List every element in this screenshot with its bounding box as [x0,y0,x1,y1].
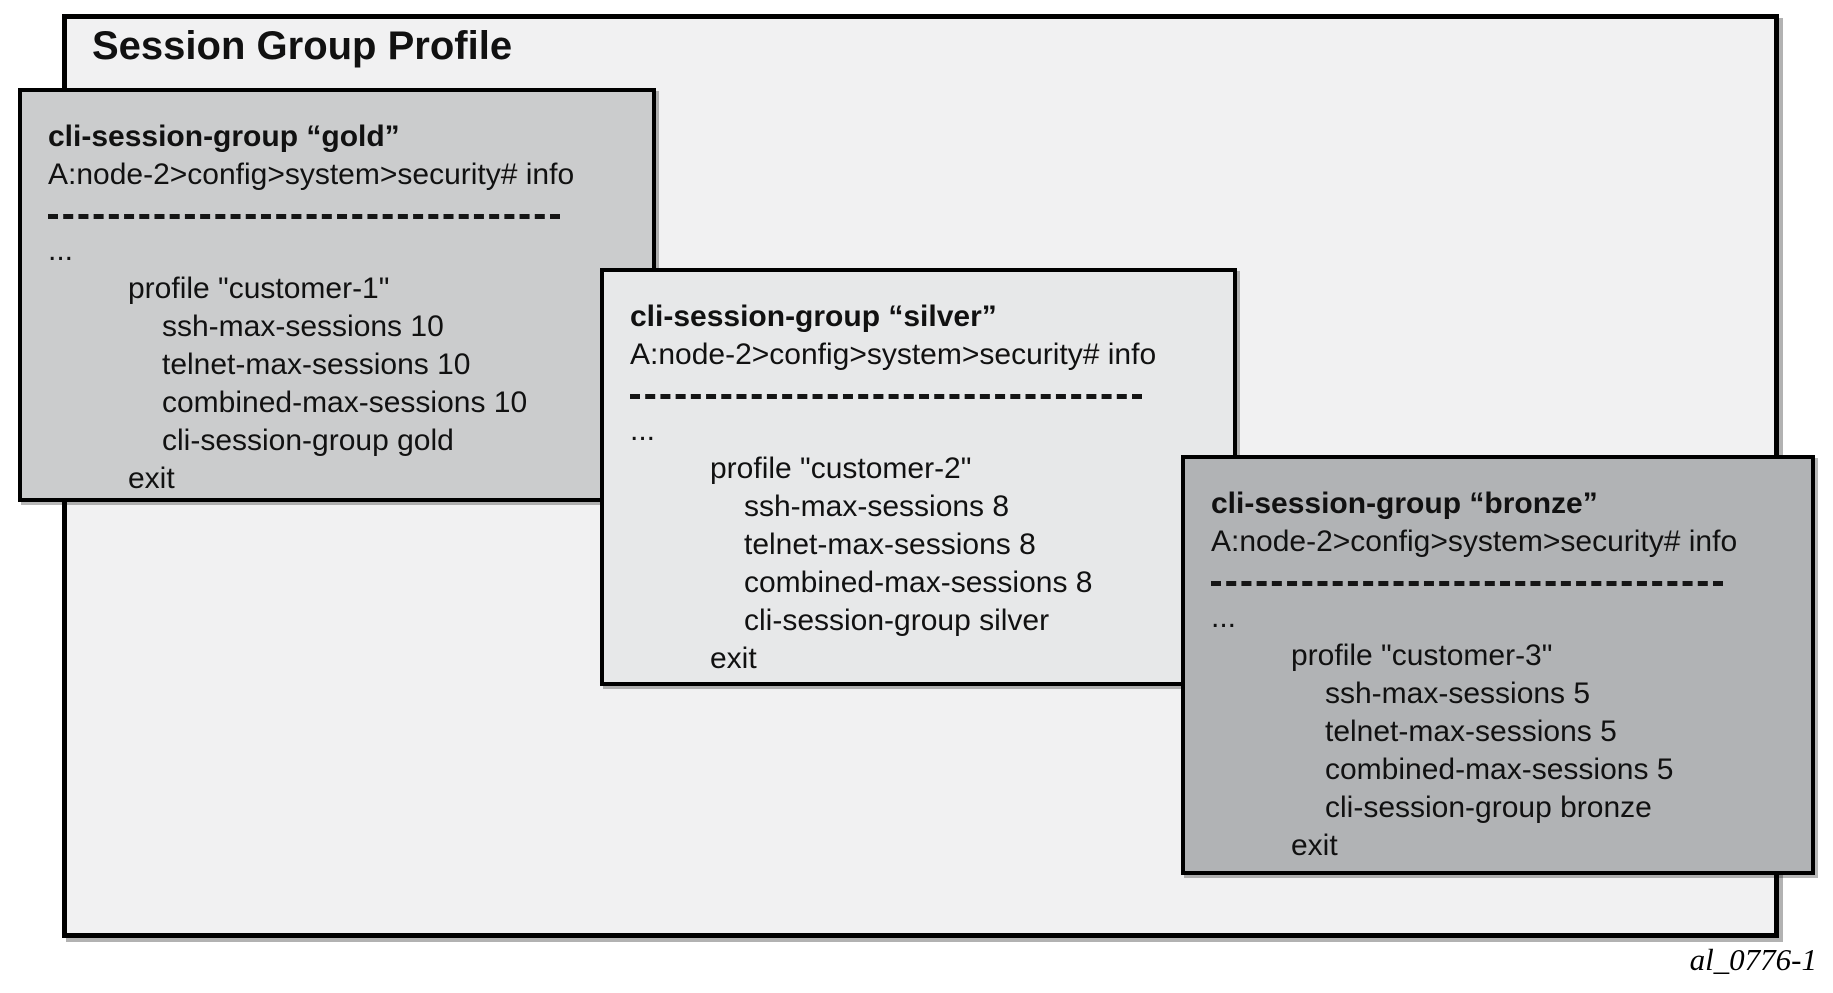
cli-code-line: ssh-max-sessions 5 [1325,677,1591,710]
panel-heading: cli-session-group “gold” [48,120,400,153]
cli-code-line: exit [710,642,757,675]
cli-code-line: telnet-max-sessions 5 [1325,715,1617,748]
figure-id-caption: al_0776-1 [1689,942,1817,977]
separator-dashed-line [48,194,636,232]
figure-title: Session Group Profile [92,24,513,68]
cli-prompt-line: A:node-2>config>system>security# info [1211,525,1738,558]
panel-gold: cli-session-group “gold” A:node-2>config… [18,88,656,502]
cli-code-line: cli-session-group gold [162,424,454,457]
cli-code-line: telnet-max-sessions 8 [744,528,1036,561]
cli-prompt-line: A:node-2>config>system>security# info [48,158,575,191]
separator-dashed-line [630,374,1217,412]
truncation-ellipsis: ... [48,234,74,267]
cli-code-line: telnet-max-sessions 10 [162,348,471,381]
separator-dashed-line [1211,561,1795,599]
cli-code-line: ssh-max-sessions 8 [744,490,1010,523]
cli-code-line: combined-max-sessions 8 [744,566,1093,599]
cli-code-line: profile "customer-3" [1291,639,1553,672]
panel-heading: cli-session-group “silver” [630,300,997,333]
dash-rule [630,393,1142,399]
cli-code-line: exit [128,462,175,495]
truncation-ellipsis: ... [1211,601,1237,634]
cli-code-line: combined-max-sessions 10 [162,386,528,419]
cli-code-line: combined-max-sessions 5 [1325,753,1674,786]
cli-code-line: exit [1291,829,1338,862]
panel-silver: cli-session-group “silver” A:node-2>conf… [600,268,1237,686]
cli-code-line: ssh-max-sessions 10 [162,310,444,343]
cli-code-line: cli-session-group bronze [1325,791,1652,824]
panel-heading: cli-session-group “bronze” [1211,487,1598,520]
truncation-ellipsis: ... [630,414,656,447]
cli-code-line: profile "customer-2" [710,452,972,485]
cli-prompt-line: A:node-2>config>system>security# info [630,338,1157,371]
dash-rule [48,213,560,219]
cli-code-line: cli-session-group silver [744,604,1050,637]
dash-rule [1211,580,1723,586]
panel-bronze: cli-session-group “bronze” A:node-2>conf… [1181,455,1815,875]
cli-code-line: profile "customer-1" [128,272,390,305]
